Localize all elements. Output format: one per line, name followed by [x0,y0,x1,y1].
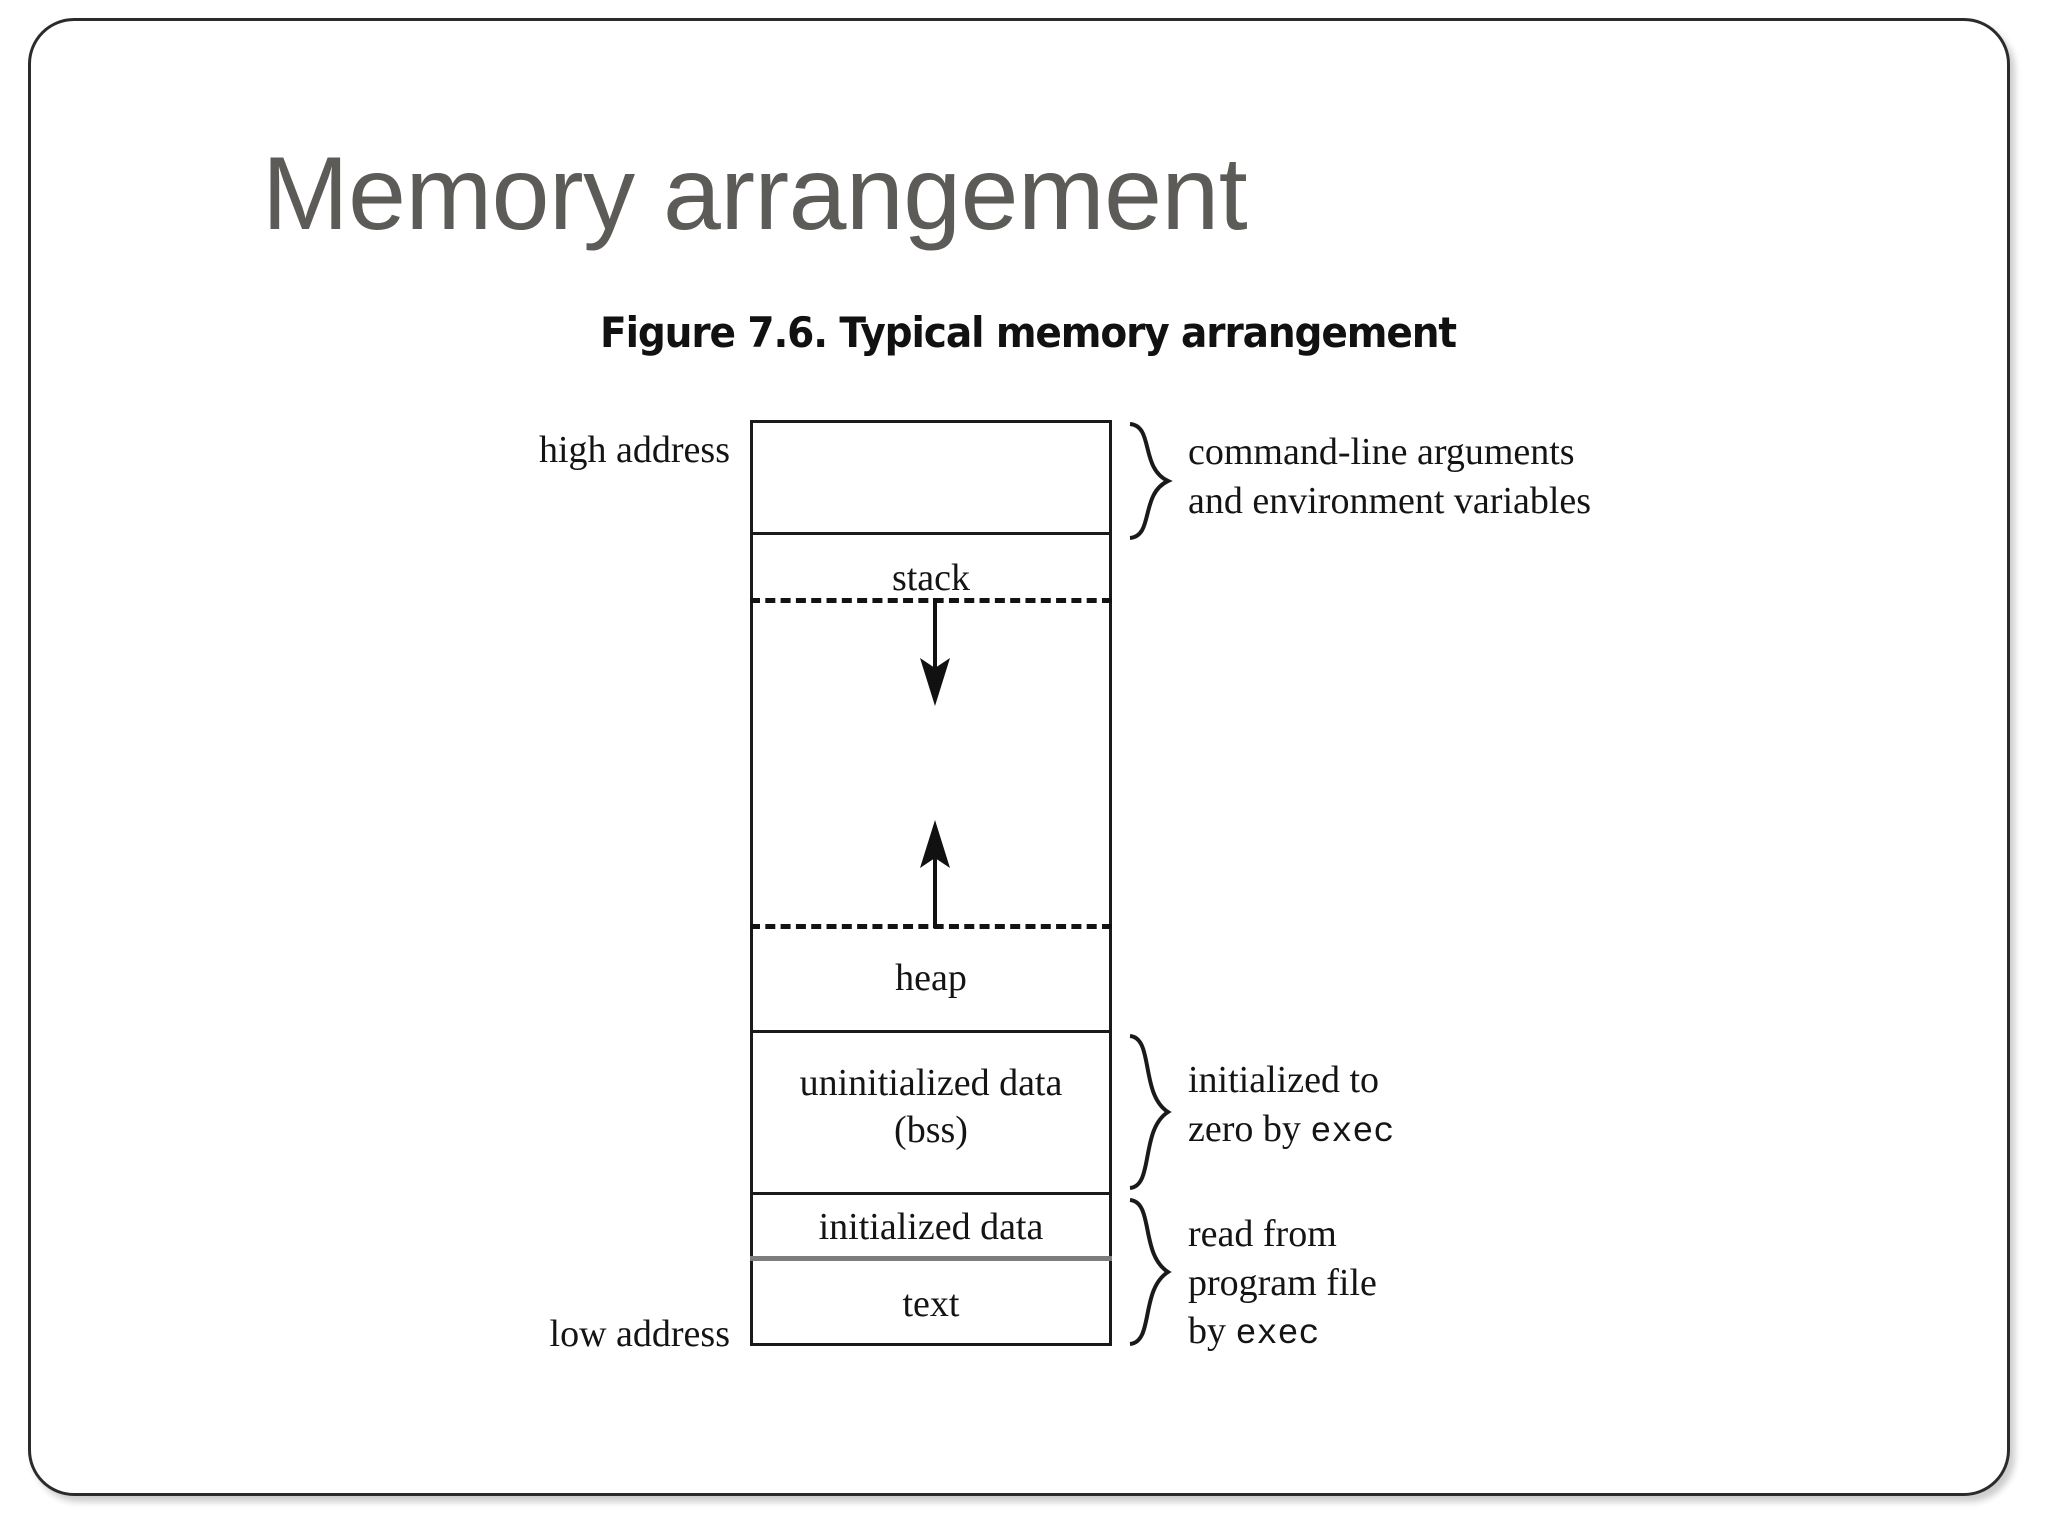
memory-box-outline [750,420,1112,1346]
segment-label-bss-alt: (bss) [894,1109,968,1151]
annotation-bss-line2-prefix: zero by [1188,1107,1311,1150]
figure-caption: Figure 7.6. Typical memory arrangement [600,308,1457,357]
segment-label-bss: uninitialized data [799,1062,1063,1104]
brace-args-env [1129,422,1173,540]
label-low-address: low address [549,1313,730,1355]
annotation-text-data-line1: read from [1188,1213,1337,1255]
divider-initdata-text [750,1256,1112,1261]
annotation-bss-line1: initialized to [1188,1059,1380,1101]
heap-growth-up-arrow [920,820,950,928]
annotation-args-env: command-line arguments and environment v… [1188,428,1591,525]
brace-bss [1129,1034,1172,1190]
divider-argsenv-stack [750,532,1112,535]
dashed-heap-boundary [750,924,1112,929]
annotation-text-data-line3-prefix: by [1188,1310,1236,1353]
segment-label-text: text [902,1283,960,1325]
segment-label-initialized-data: initialized data [818,1206,1044,1248]
brace-text-data [1129,1198,1172,1346]
annotation-bss-line2: zero by exec [1188,1105,1394,1155]
dashed-stack-boundary [750,598,1112,603]
segment-label-heap: heap [895,957,967,999]
stack-growth-down-arrow [920,598,950,706]
annotation-args-env-line1: command-line arguments [1188,431,1575,473]
annotation-text-data-line3: by exec [1188,1307,1377,1357]
page-title: Memory arrangement [262,136,1248,252]
annotation-bss: initialized to zero by exec [1188,1056,1394,1154]
annotation-bss-line2-mono: exec [1310,1111,1395,1152]
annotation-text-data: read from program file by exec [1188,1210,1377,1357]
annotation-text-data-line3-mono: exec [1235,1314,1320,1355]
label-high-address: high address [538,429,730,471]
divider-heap-bss [750,1030,1112,1033]
annotation-args-env-line2: and environment variables [1188,479,1592,522]
segment-label-stack: stack [891,557,971,599]
divider-bss-initdata [750,1192,1112,1195]
annotation-text-data-line2: program file [1188,1261,1377,1304]
